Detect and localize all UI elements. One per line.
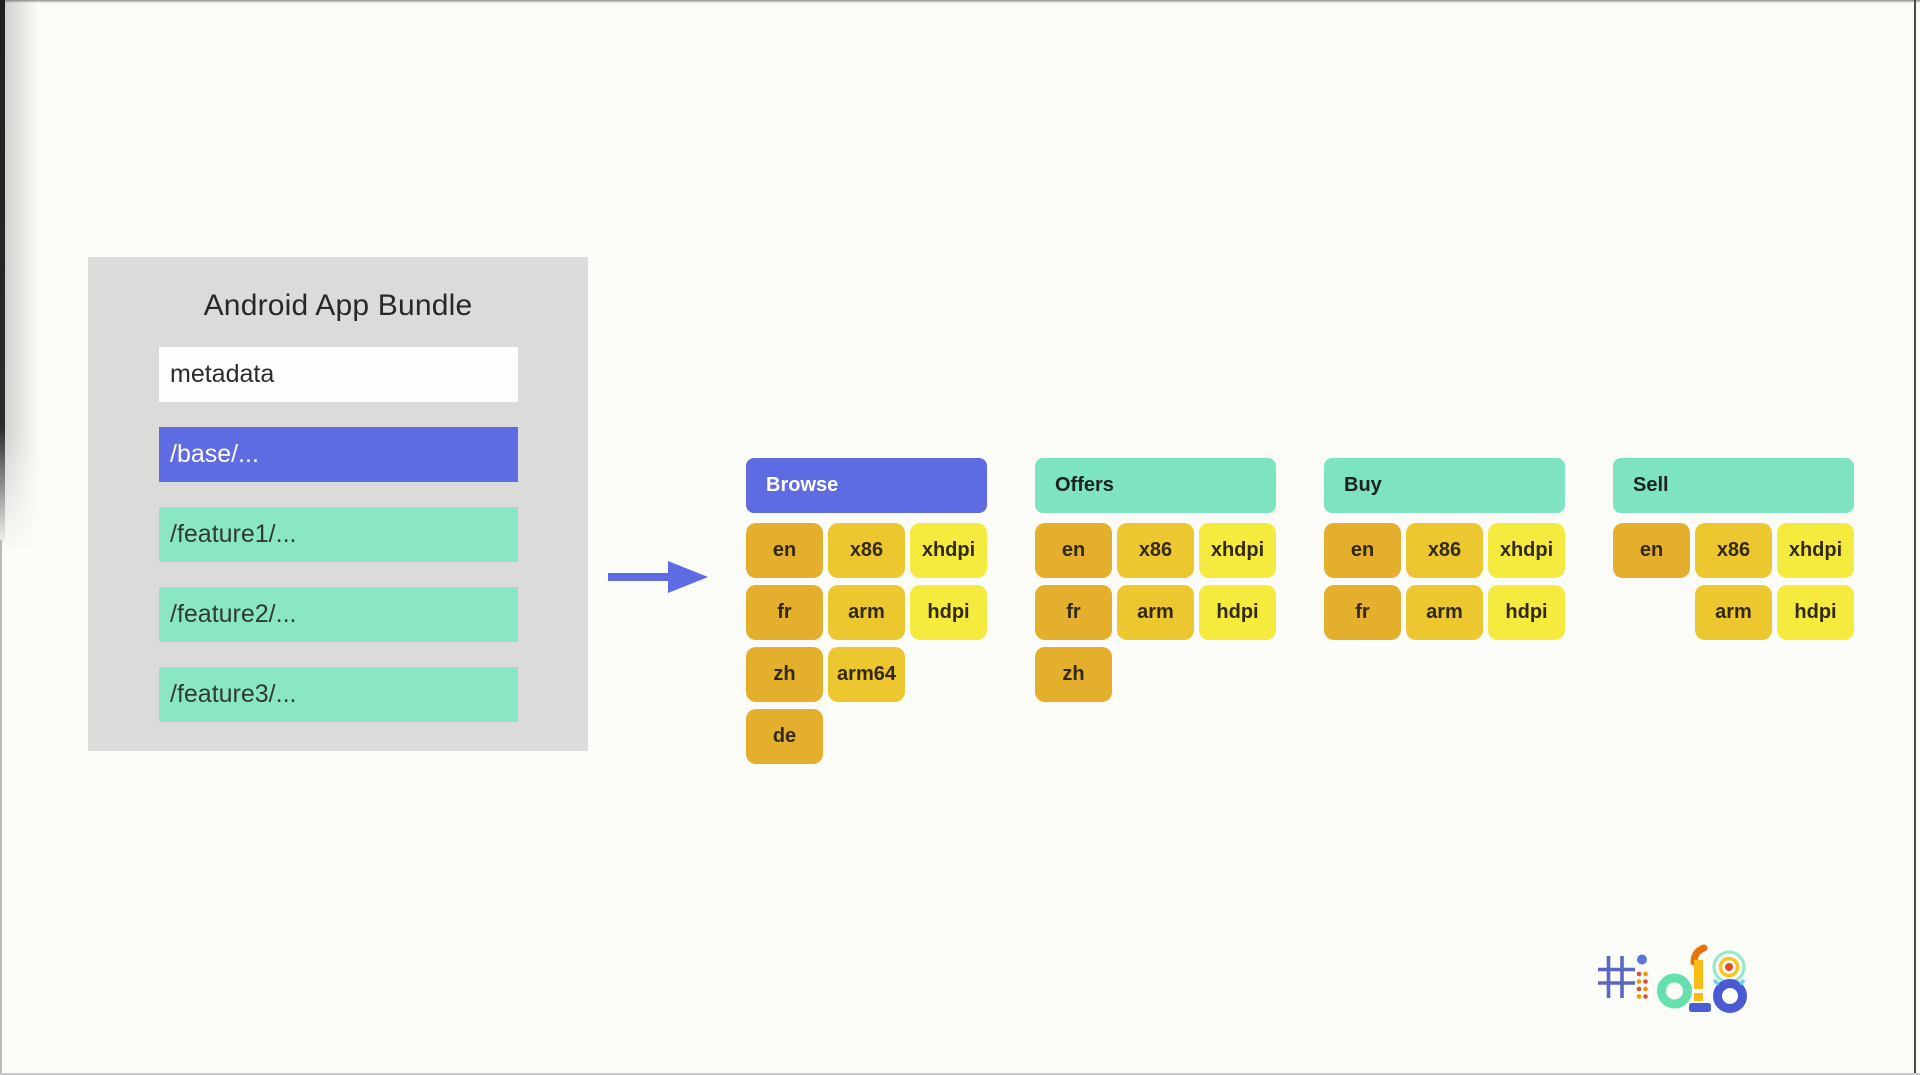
chip-fr-language: fr [1324,585,1401,640]
i-glyph [1636,954,1648,999]
chip-row: zh [1035,647,1276,702]
group-header-offers: Offers [1035,458,1276,513]
chip-x86-abi: x86 [1406,523,1483,578]
group-header-sell: Sell [1613,458,1854,513]
bundle-row-base: /base/... [159,427,518,482]
bundle-title: Android App Bundle [203,289,473,322]
chip-fr-language: fr [1035,585,1112,640]
bundle-row-metadata: metadata [159,347,518,402]
frame-artifact-top [0,0,1920,3]
chip-fr-language: fr [746,585,823,640]
chip-hdpi-density: hdpi [1777,585,1854,640]
chip-arm64-abi: arm64 [828,647,905,702]
chip-arm-abi: arm [1695,585,1772,640]
o-glyph [1657,973,1692,1009]
chip-arm-abi: arm [1406,585,1483,640]
chip-en-language: en [746,523,823,578]
chip-xhdpi-density: xhdpi [1488,523,1565,578]
chip-en-language: en [1035,523,1112,578]
arrow-right-icon [608,561,708,593]
bundle-rows: metadata/base/... /feature1/... /feature2/… [159,347,518,747]
frame-artifact-right [1914,0,1916,1075]
chip-arm-abi: arm [828,585,905,640]
group-header-buy: Buy [1324,458,1565,513]
chip-x86-abi: x86 [828,523,905,578]
chip-en-language: en [1324,523,1401,578]
chip-x86-abi: x86 [1117,523,1194,578]
chip-en-language: en [1613,523,1690,578]
chip-zh-language: zh [1035,647,1112,702]
bundle-row-feature3: /feature3/... [159,667,518,722]
chip-arm-abi: arm [1117,585,1194,640]
chip-de-language: de [746,709,823,764]
bundle-row-feature2: /feature2/... [159,587,518,642]
chip-hdpi-density: hdpi [1488,585,1565,640]
frame-artifact-left-line [0,540,2,1075]
chip-row: de [746,709,987,764]
hash-glyph [1598,956,1635,998]
chip-zh-language: zh [746,647,823,702]
one-glyph [1689,944,1711,1012]
chip-xhdpi-density: xhdpi [910,523,987,578]
frame-artifact-left [0,0,5,548]
io18-logo [1598,944,1747,1013]
chip-hdpi-density: hdpi [1199,585,1276,640]
chip-x86-abi: x86 [1695,523,1772,578]
chip-hdpi-density: hdpi [910,585,987,640]
frame-artifact-left-shadow [5,0,39,552]
chip-xhdpi-density: xhdpi [1199,523,1276,578]
group-header-browse: Browse [746,458,987,513]
android-app-bundle-panel: Android App Bundle metadata/base/... /fea… [88,257,588,751]
chip-xhdpi-density: xhdpi [1777,523,1854,578]
bundle-row-feature1: /feature1/... [159,507,518,562]
eight-glyph [1712,950,1747,1013]
